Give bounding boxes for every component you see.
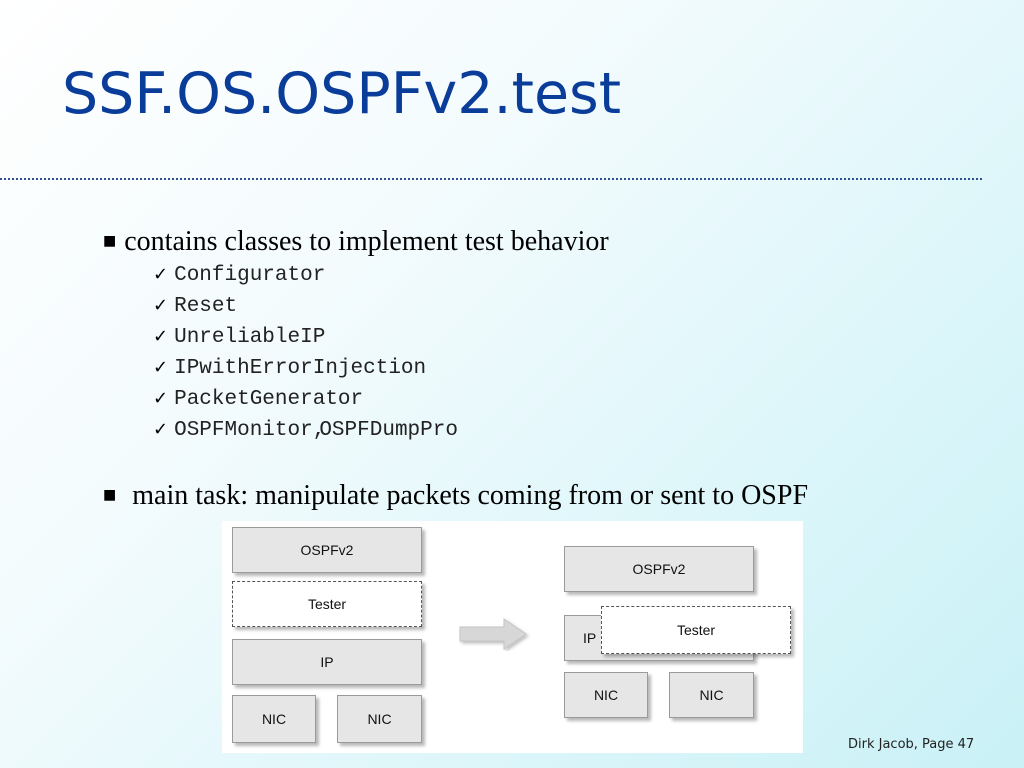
title-divider xyxy=(0,178,982,180)
left-nic-box-1: NIC xyxy=(232,695,316,743)
left-tester-box: Tester xyxy=(232,581,422,627)
page-footer: Dirk Jacob, Page 47 xyxy=(848,737,975,752)
sub-item-label: Reset xyxy=(174,295,238,318)
right-nic-box-1: NIC xyxy=(564,672,648,718)
sub-item-label: IPwithErrorInjection xyxy=(174,357,427,380)
bullet-text: contains classes to implement test behav… xyxy=(124,226,609,257)
bullet-main-task: ■ main task: manipulate packets coming fr… xyxy=(103,480,808,516)
sub-item-label: PacketGenerator xyxy=(174,388,364,411)
sub-item-reset: ✓Reset xyxy=(153,293,237,320)
left-nic-box-2: NIC xyxy=(337,695,422,743)
sub-item-label: UnreliableIP xyxy=(174,326,326,349)
checkmark-icon: ✓ xyxy=(153,264,169,285)
right-arrow-icon xyxy=(459,618,527,650)
checkmark-icon: ✓ xyxy=(153,326,169,347)
sub-item-label: Configurator xyxy=(174,264,326,287)
bullet-text: main task: manipulate packets coming fro… xyxy=(132,480,809,511)
sub-item-ospfmonitor: ✓OSPFMonitor,OSPFDumpPro xyxy=(153,417,458,444)
sub-item-configurator: ✓Configurator xyxy=(153,262,325,289)
right-ospf-box: OSPFv2 xyxy=(564,546,754,592)
square-bullet-icon: ■ xyxy=(103,233,117,249)
checkmark-icon: ✓ xyxy=(153,388,169,409)
right-nic-box-2: NIC xyxy=(669,672,754,718)
slide-title: SSF.OS.OSPFv2.test xyxy=(62,61,622,127)
protocol-stack-diagram: OSPFv2 Tester IP NIC NIC OSPFv2 IP Teste… xyxy=(222,521,803,753)
sub-item-ipwitherrorinjection: ✓IPwithErrorInjection xyxy=(153,355,426,382)
left-ospf-box: OSPFv2 xyxy=(232,527,422,573)
checkmark-icon: ✓ xyxy=(153,419,169,440)
right-tester-box: Tester xyxy=(601,606,791,654)
checkmark-icon: ✓ xyxy=(153,295,169,316)
sub-item-label-b: OSPFDumpPro xyxy=(319,419,458,442)
bullet-contains-classes: ■ contains classes to implement test beha… xyxy=(103,226,609,262)
sub-item-label-a: OSPFMonitor xyxy=(174,419,313,442)
sub-item-packetgenerator: ✓PacketGenerator xyxy=(153,386,363,413)
left-ip-box: IP xyxy=(232,639,422,685)
checkmark-icon: ✓ xyxy=(153,357,169,378)
sub-item-unreliableip: ✓UnreliableIP xyxy=(153,324,325,351)
square-bullet-icon: ■ xyxy=(103,487,117,503)
